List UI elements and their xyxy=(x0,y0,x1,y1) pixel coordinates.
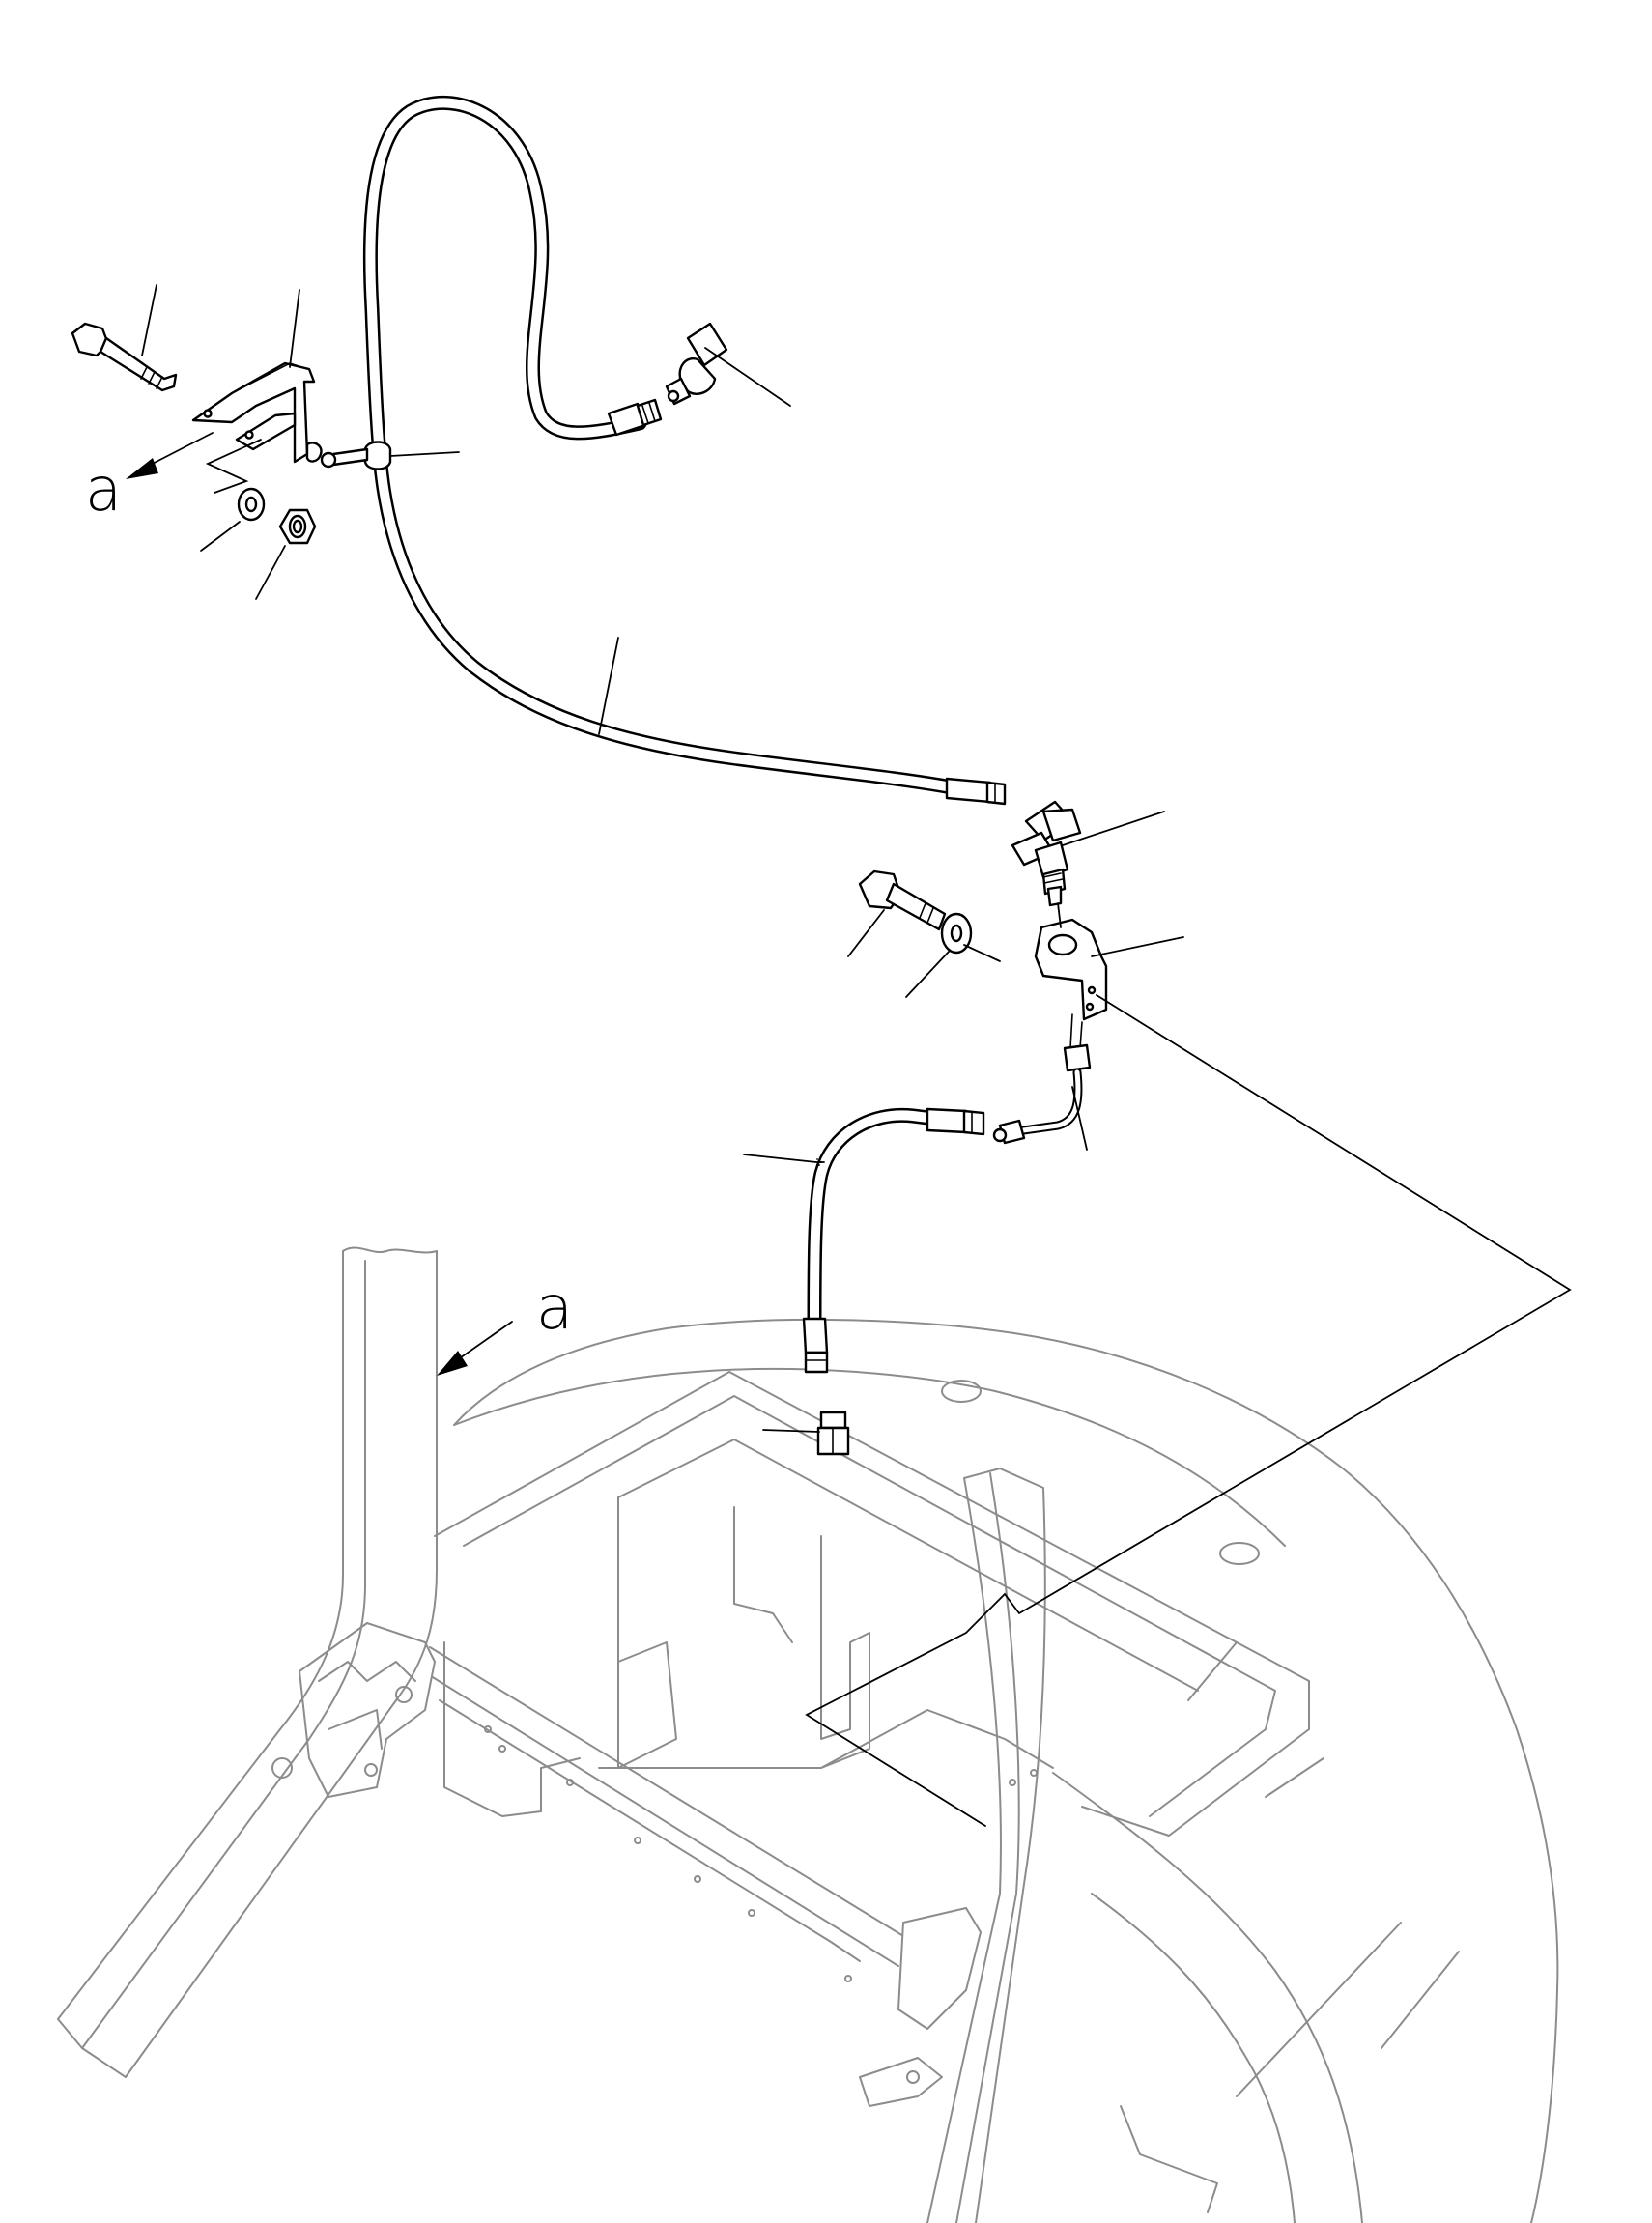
fender-fold-4 xyxy=(1120,2105,1218,2213)
fender-fold-3 xyxy=(1236,1922,1460,2097)
left-rops-post-break xyxy=(342,1246,438,1254)
leader-bracket-to-frame xyxy=(805,994,1572,1827)
fender-rim-inner xyxy=(1091,1893,1296,2223)
fender-frame-assembly xyxy=(57,1246,1559,2223)
left-rops-post-end xyxy=(57,2018,127,2078)
hose-end-fitting-right xyxy=(945,777,1007,806)
left-rops-post-inner xyxy=(81,1260,366,2049)
leader-elbow xyxy=(704,347,791,407)
leader-tee-to-bracket xyxy=(1057,902,1062,928)
seat-box-outline xyxy=(434,1371,1310,1837)
fender-inner-curve xyxy=(453,1367,1286,1547)
view-label-top: a xyxy=(85,454,122,525)
seat-box-left-wall xyxy=(617,1496,677,1769)
right-rops-post-inner xyxy=(955,1472,1020,2223)
seat-box-partition xyxy=(733,1506,870,1769)
seat-box-floor xyxy=(598,1709,1054,1769)
fender-fold-2 xyxy=(1265,1757,1324,1798)
hose-clamp xyxy=(320,441,392,470)
leader-washer-to-frame xyxy=(963,944,1001,962)
cross-tube-lower xyxy=(439,1699,861,1962)
tee-fitting xyxy=(1011,800,1082,907)
right-rops-hole-1 xyxy=(1009,1779,1016,1786)
seat-box-inner-wall xyxy=(617,1439,1199,1692)
cross-tube xyxy=(414,1646,914,1967)
fender-fold-1 xyxy=(1187,1641,1238,1701)
leader-tee xyxy=(1062,811,1165,846)
view-arrow-top xyxy=(126,432,214,479)
lower-right-bolt xyxy=(858,869,947,931)
top-left-bracket xyxy=(191,361,323,464)
leader-washer xyxy=(200,521,241,552)
nipple-fitting xyxy=(816,1411,850,1456)
view-arrow-frame xyxy=(437,1321,513,1376)
tube-hole-3 xyxy=(566,1779,574,1786)
left-mount-bolt xyxy=(395,1686,413,1703)
tube-hole-1 xyxy=(484,1725,492,1733)
leader-top-left-callout xyxy=(205,439,262,494)
leader-bracket xyxy=(289,289,300,368)
right-bracket xyxy=(1034,918,1108,1021)
fender-rim xyxy=(1052,1772,1363,2223)
leader-lines xyxy=(141,284,1572,1827)
tube-hole-5 xyxy=(694,1875,701,1883)
right-rops-post xyxy=(926,1468,1046,2223)
right-rops-hole-2 xyxy=(1030,1769,1038,1777)
short-hose xyxy=(802,1107,985,1374)
top-left-nut xyxy=(278,508,317,545)
leader-right-bracket xyxy=(1091,936,1184,957)
right-lower-bracket xyxy=(897,1907,982,2030)
left-rops-hole xyxy=(271,1757,293,1779)
right-lower-bolt xyxy=(906,2070,920,2084)
leader-main-hose xyxy=(598,637,619,735)
seat-box-inner-rim xyxy=(463,1395,1276,1817)
top-left-washer xyxy=(237,487,266,522)
tube-hole-4 xyxy=(634,1837,641,1844)
small-metal-tube xyxy=(992,1013,1092,1145)
left-rops-post xyxy=(57,1250,438,2078)
left-mount-bracket xyxy=(299,1622,436,1798)
leader-nipple xyxy=(762,1429,820,1433)
leader-lower-washer xyxy=(905,951,950,998)
leader-small-tube xyxy=(1071,1086,1088,1151)
left-mount-bracket-detail xyxy=(318,1661,416,1750)
right-lower-mount xyxy=(859,2057,943,2107)
fender-hole-1 xyxy=(941,1380,982,1403)
fender-outer-outline xyxy=(453,1318,1559,2223)
leader-nut xyxy=(255,545,286,600)
leader-bolt xyxy=(141,284,157,356)
top-left-bolt xyxy=(71,322,178,392)
leader-short-hose-left xyxy=(743,1154,817,1163)
leader-lower-bolt xyxy=(847,909,885,957)
main-hose xyxy=(362,96,959,795)
tube-hole-2 xyxy=(498,1745,506,1753)
tube-hole-7 xyxy=(844,1975,852,1982)
leader-clamp xyxy=(389,451,460,457)
view-label-frame: a xyxy=(536,1272,573,1343)
top-hose-fitting xyxy=(607,398,663,437)
left-mount-hole xyxy=(364,1763,378,1777)
fender-hole-2 xyxy=(1219,1542,1260,1565)
lower-right-washer xyxy=(940,912,973,955)
tube-hole-6 xyxy=(748,1909,755,1917)
top-elbow-fitting xyxy=(665,322,728,406)
